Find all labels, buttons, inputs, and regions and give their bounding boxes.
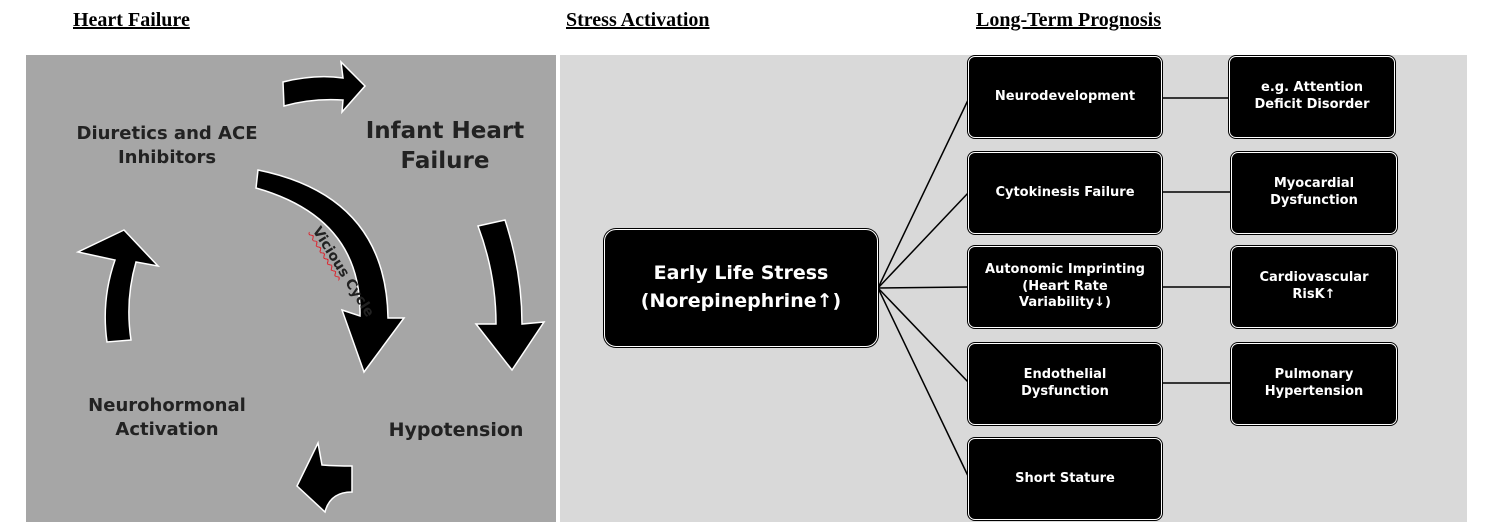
arrow-left-icon	[75, 229, 161, 343]
short-stature-box: Short Stature	[968, 438, 1162, 520]
endothelial-dysfunction-box: Endothelial Dysfunction	[968, 343, 1162, 425]
neurodevelopment-text: Neurodevelopment	[994, 88, 1136, 104]
cytokinesis-failure-text: Cytokinesis Failure	[995, 184, 1135, 200]
cardiovascular-risk-text: Cardiovascular RisK↑	[1259, 270, 1369, 302]
neurohormonal-label: Neurohormonal Activation	[88, 395, 246, 440]
myocardial-dysfunction-text: Myocardial Dysfunction	[1270, 176, 1358, 208]
short-stature-text: Short Stature	[1015, 470, 1115, 486]
early-life-stress-box: Early Life Stress (Norepinephrine↑)	[604, 229, 878, 347]
vicious-cycle-arrow-icon	[255, 169, 406, 374]
early-life-stress-text: Early Life Stress (Norepinephrine↑)	[640, 262, 842, 312]
infant-heart-failure-label: Infant Heart Failure	[365, 118, 525, 175]
attention-deficit-box: e.g. Attention Deficit Disorder	[1229, 56, 1395, 138]
neurodevelopment-box: Neurodevelopment	[968, 56, 1162, 138]
hypotension-label: Hypotension	[388, 419, 524, 441]
pulmonary-hypertension-box: Pulmonary Hypertension	[1231, 343, 1397, 425]
diuretics-label: Diuretics and ACE Inhibitors	[76, 123, 258, 168]
arrow-bottom-icon	[296, 440, 353, 514]
header-stress-activation: Stress Activation	[566, 9, 710, 31]
cardiovascular-risk-box: Cardiovascular RisK↑	[1231, 246, 1397, 328]
myocardial-dysfunction-box: Myocardial Dysfunction	[1231, 152, 1397, 234]
arrow-top-icon	[282, 59, 367, 115]
autonomic-imprinting-text: Autonomic Imprinting (Heart Rate Variabi…	[985, 261, 1145, 311]
arrow-right-icon	[474, 219, 546, 372]
header-long-term-prognosis: Long-Term Prognosis	[976, 9, 1162, 31]
endothelial-dysfunction-text: Endothelial Dysfunction	[1021, 367, 1109, 399]
header-heart-failure: Heart Failure	[73, 9, 190, 31]
attention-deficit-text: e.g. Attention Deficit Disorder	[1254, 80, 1370, 112]
autonomic-imprinting-box: Autonomic Imprinting (Heart Rate Variabi…	[968, 246, 1162, 328]
cytokinesis-failure-box: Cytokinesis Failure	[968, 152, 1162, 234]
pulmonary-hypertension-text: Pulmonary Hypertension	[1264, 367, 1364, 399]
